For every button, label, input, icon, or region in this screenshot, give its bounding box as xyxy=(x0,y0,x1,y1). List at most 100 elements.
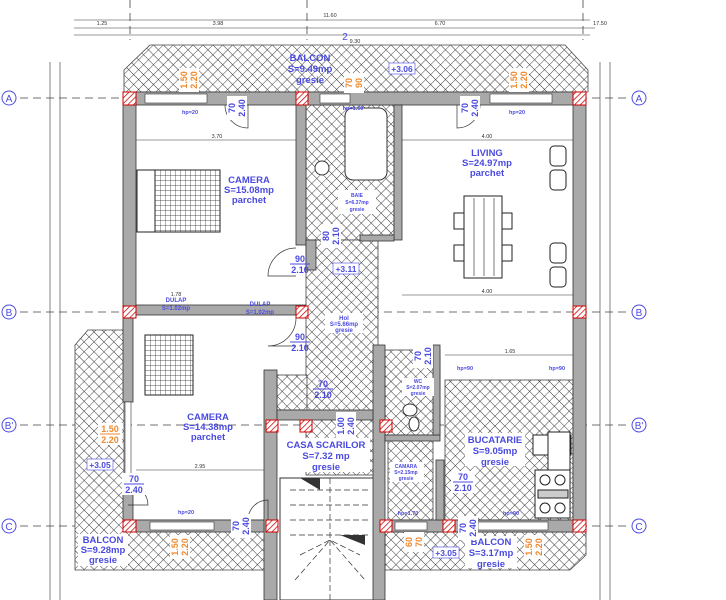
plan-label: S=9.28mp xyxy=(81,545,126,556)
plan-label: 4.00 xyxy=(482,289,493,295)
plan-label: B' xyxy=(635,421,644,432)
sill-height-labels: hp=20 hp=20 hp=1.60 hp=90 hp=90 hp=20 hp… xyxy=(178,106,565,517)
plan-label: hp=90 xyxy=(549,366,565,372)
plan-label: hp=20 xyxy=(509,110,525,116)
plan-label: 70 xyxy=(231,521,241,531)
plan-label: S=3.17mp xyxy=(469,548,514,559)
plan-label: 1.00 xyxy=(336,417,346,435)
interior-dimensions: 3.70 4.00 4.00 1.78 2.95 1.65 xyxy=(136,134,573,471)
plan-label: gresie xyxy=(350,207,365,213)
room-dulap-2: DULAP S=1.02mp xyxy=(246,302,275,316)
plan-label: 70 xyxy=(318,379,328,389)
room-camera-2: CAMERA S=14.38mp parchet xyxy=(183,412,233,443)
plan-label: 2.10 xyxy=(331,227,341,245)
plan-label: hp=90 xyxy=(457,366,473,372)
plan-label: 2.20 xyxy=(519,71,529,89)
plan-label: A xyxy=(636,94,643,105)
plan-label: DULAP xyxy=(166,298,187,304)
axis-marker-c-left: C xyxy=(1,518,17,534)
plan-label: 2.40 xyxy=(346,417,356,435)
staircase xyxy=(279,477,381,600)
plan-label: B xyxy=(636,308,643,319)
plan-label: hp=1.70 xyxy=(398,511,419,517)
plan-label: S=1.02mp xyxy=(162,306,191,312)
plan-label: +3.05 xyxy=(89,460,111,470)
room-wc: WC S=2.07mp gresie xyxy=(402,378,434,397)
debara-floor xyxy=(276,374,308,411)
plan-label: gresie xyxy=(296,75,324,86)
plan-label: 90 xyxy=(295,332,305,342)
axis-marker-a-right: A xyxy=(631,90,647,106)
room-balcony-top: BALCON S=9.49mp gresie xyxy=(288,53,333,86)
plan-label: BALCON xyxy=(290,53,331,64)
axis-marker-bprime-left: B' xyxy=(1,417,17,433)
plan-label: S=15.08mp xyxy=(224,185,274,196)
plan-label: 2.40 xyxy=(470,99,480,117)
plan-label: 1.50 xyxy=(509,71,519,89)
plan-label: gresie xyxy=(89,555,117,566)
plan-label: 70 xyxy=(458,472,468,482)
plan-label: hp=20 xyxy=(182,110,198,116)
plan-label: S=1.02mp xyxy=(246,310,275,316)
axis-marker-b-right: B xyxy=(631,304,647,320)
plan-label: hp=90 xyxy=(503,511,519,517)
plan-label: 90 xyxy=(354,78,364,88)
plan-label: S=2.15mp xyxy=(394,470,418,476)
bathtub-icon xyxy=(344,107,388,181)
plan-label: 2.20 xyxy=(534,538,544,556)
plan-label: 2.95 xyxy=(195,464,206,470)
walls xyxy=(122,91,587,600)
plan-label: S=9.05mp xyxy=(473,446,518,457)
plan-label: S=7.32 mp xyxy=(302,451,349,462)
plan-label: B' xyxy=(5,421,14,432)
plan-label: S=24.97mp xyxy=(462,158,512,169)
room-bucatarie: BUCATARIE S=9.05mp gresie xyxy=(465,433,525,468)
section-mark: 2 xyxy=(342,32,348,43)
plan-label: BUCATARIE xyxy=(468,435,523,446)
plan-label: 70 xyxy=(129,474,139,484)
columns xyxy=(122,91,587,533)
plan-label: 2.40 xyxy=(237,99,247,117)
plan-label: parchet xyxy=(232,195,267,206)
plan-label: CAMERA xyxy=(228,175,270,186)
plan-label: gresie xyxy=(335,328,353,334)
dim-total: 11.60 xyxy=(323,13,336,19)
plan-label: gresie xyxy=(481,457,509,468)
room-balcony-bottom-right: BALCON S=3.17mp gresie xyxy=(465,536,517,570)
plan-label: 1.78 xyxy=(171,292,182,298)
plan-label: 1.50 xyxy=(101,424,119,434)
plan-label: 2.40 xyxy=(125,485,143,495)
plan-label: 2.20 xyxy=(180,538,190,556)
dim-4: 17.50 xyxy=(593,21,607,27)
plan-label: parchet xyxy=(470,168,505,179)
plan-label: 2.20 xyxy=(101,435,119,445)
plan-label: DULAP xyxy=(250,302,271,308)
dim-1: 1.25 xyxy=(97,21,108,27)
toilet-icon xyxy=(408,416,420,432)
axis-marker-b-left: B xyxy=(1,304,17,320)
nightstand-icon xyxy=(136,169,156,233)
plan-label: 1.50 xyxy=(524,538,534,556)
plan-label: 70 xyxy=(227,103,237,113)
axis-marker-bprime-right: B' xyxy=(631,417,647,433)
plan-label: 70 xyxy=(460,103,470,113)
plan-label: 1.50 xyxy=(179,71,189,89)
plan-label: +3.06 xyxy=(391,64,413,74)
plan-label: +3.11 xyxy=(335,264,356,274)
stove-icon xyxy=(532,431,572,519)
plan-label: gresie xyxy=(477,559,505,570)
dim-2: 3.98 xyxy=(213,21,224,27)
plan-label: 1.50 xyxy=(170,538,180,556)
plan-label: CASA SCARILOR xyxy=(287,440,366,451)
axis-marker-c-right: C xyxy=(631,518,647,534)
elevation-markers: +3.06 +3.11 +3.05 +3.05 xyxy=(86,62,460,559)
plan-label: S=9.49mp xyxy=(288,64,333,75)
room-camara: CAMARA S=2.15mp gresie xyxy=(390,462,424,482)
balcony-top-floor xyxy=(123,44,589,93)
armchairs-icon xyxy=(549,145,567,288)
plan-label: BAIE xyxy=(351,193,364,199)
plan-label: BALCON xyxy=(83,535,124,546)
plan-label: 2.40 xyxy=(468,519,478,537)
plan-label: S=2.07mp xyxy=(406,385,430,391)
plan-label: 1.65 xyxy=(505,349,516,355)
